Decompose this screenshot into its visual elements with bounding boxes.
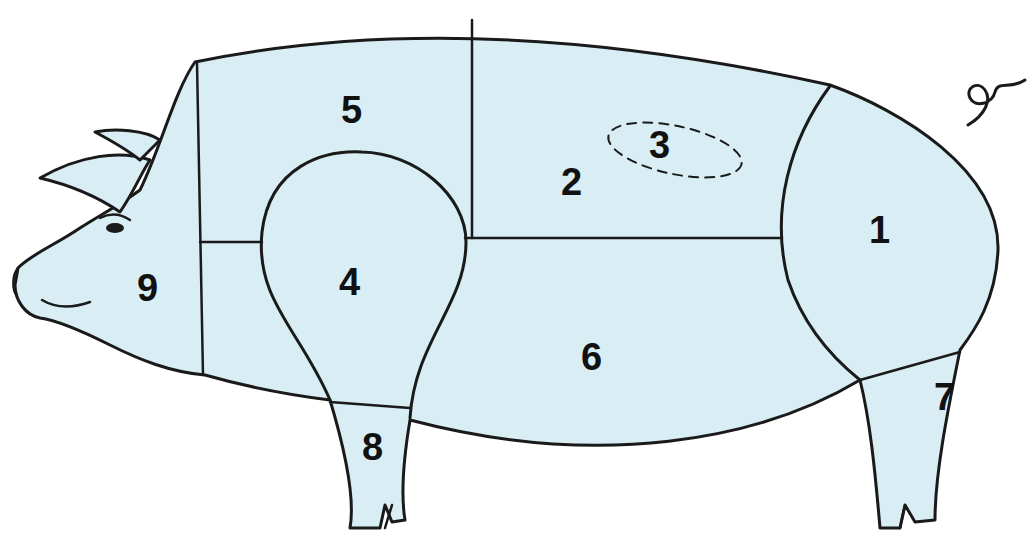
callout-number: 9 xyxy=(137,269,158,307)
hoof-split xyxy=(900,505,905,528)
tenderloin-outline xyxy=(603,112,746,187)
pig-ear-top xyxy=(95,130,160,160)
cut-line xyxy=(197,63,203,375)
callout-number: 7 xyxy=(934,378,955,416)
hoof-split xyxy=(385,505,392,528)
cut-line xyxy=(330,402,410,408)
cut-line xyxy=(860,352,960,380)
cut-line xyxy=(471,20,474,238)
callout-number: 1 xyxy=(869,211,890,249)
callout-number: 6 xyxy=(581,338,602,376)
cut-line xyxy=(200,241,262,244)
callout-number: 8 xyxy=(362,428,383,466)
cut-line xyxy=(465,237,782,240)
pig-ear xyxy=(40,155,150,212)
callout-number: 2 xyxy=(561,163,582,201)
pig-brow xyxy=(100,214,130,220)
callout-number: 5 xyxy=(341,91,362,129)
pig-tail xyxy=(968,80,1025,125)
pig-eye xyxy=(106,223,124,233)
cut-line xyxy=(781,86,860,380)
pig-snout xyxy=(13,268,18,296)
callout-number: 3 xyxy=(649,126,670,164)
pig-body xyxy=(15,38,998,528)
callout-number: 4 xyxy=(339,263,360,301)
cut-line xyxy=(261,152,466,418)
pig-mouth xyxy=(42,300,90,307)
